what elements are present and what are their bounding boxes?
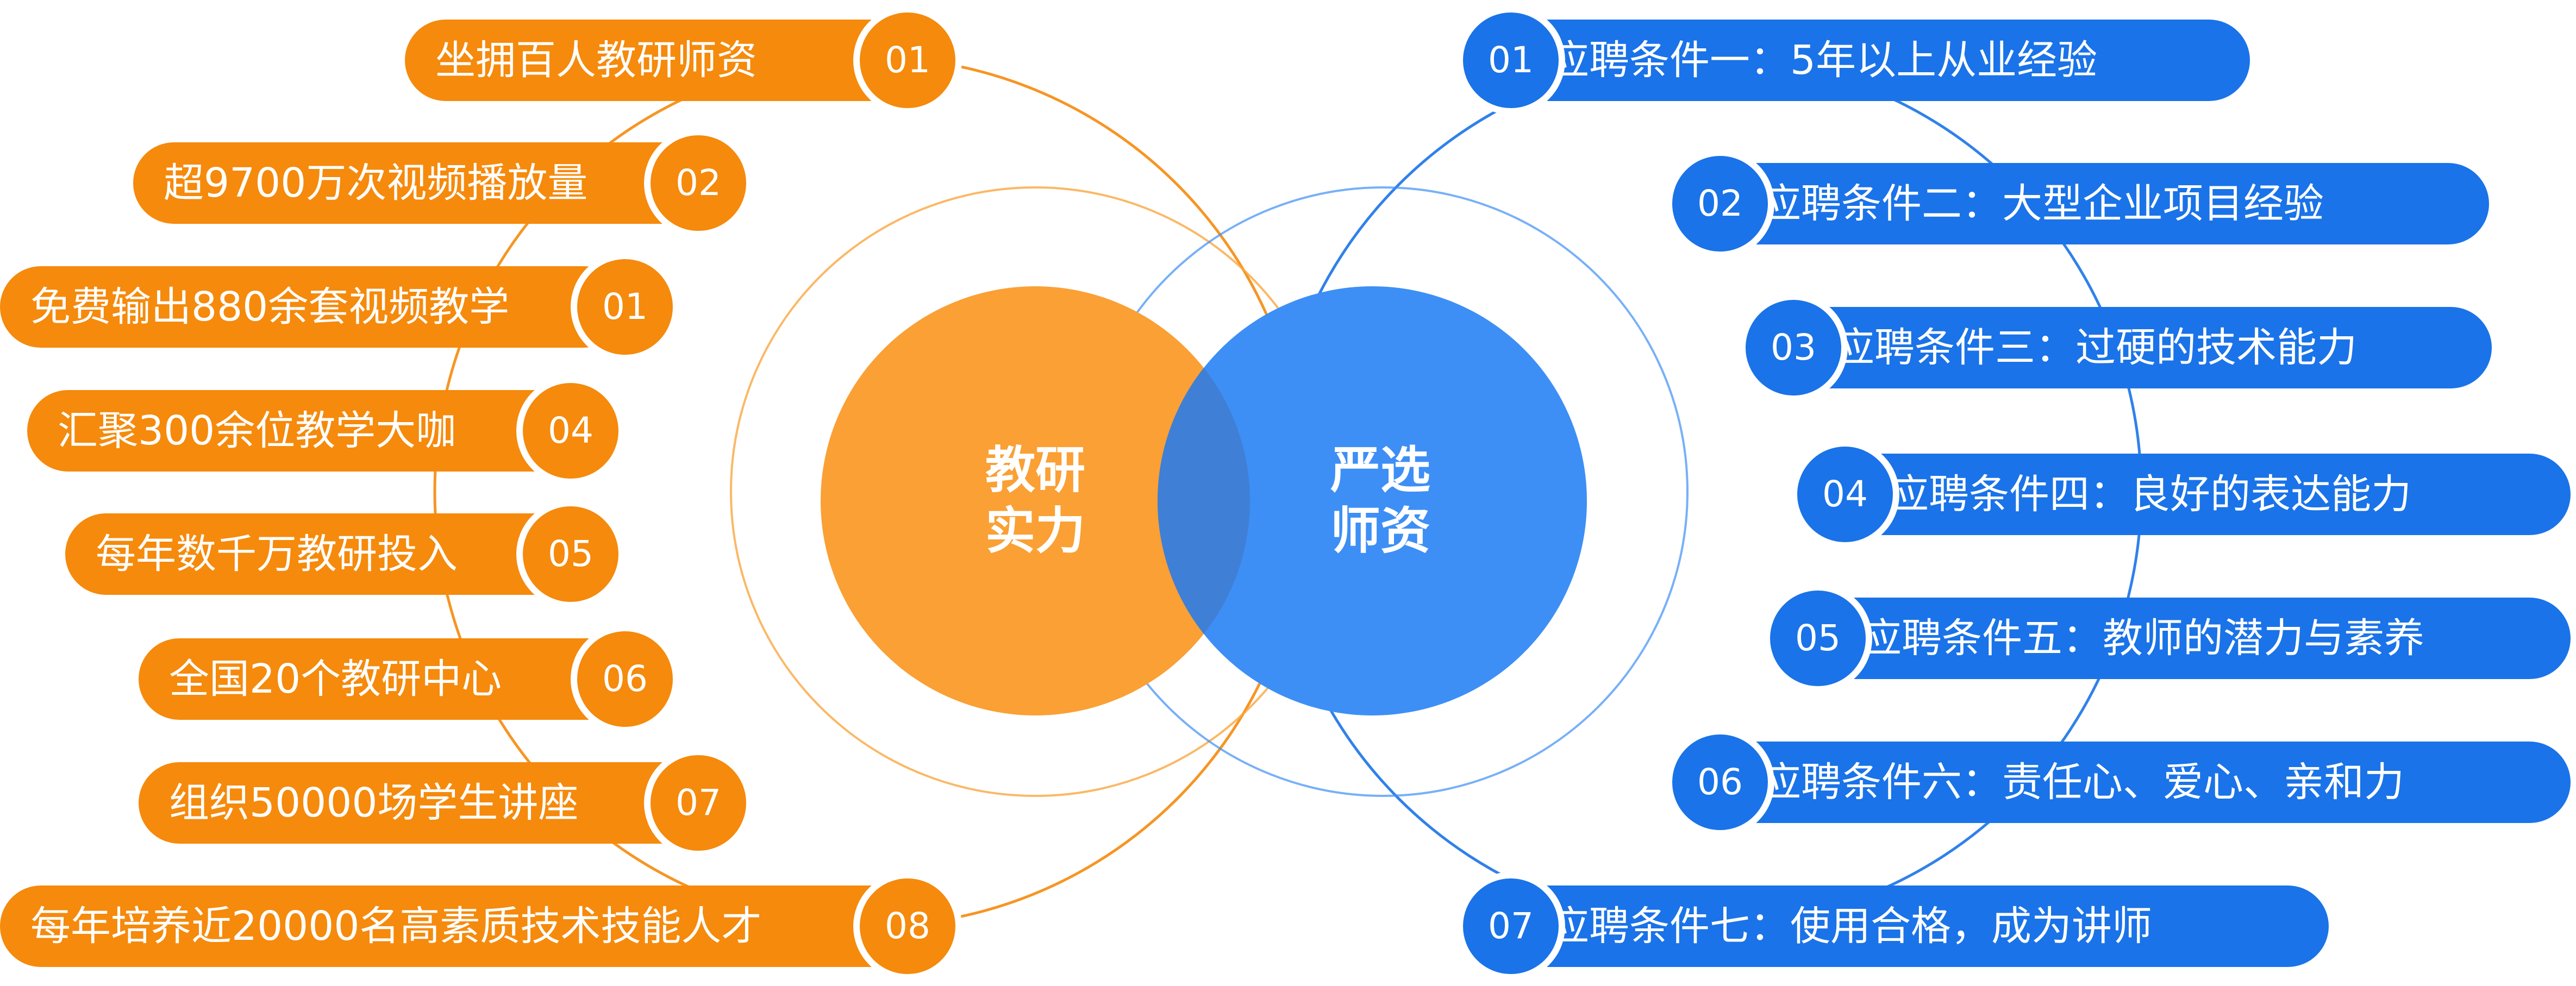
left-item-pill: 超9700万次视频播放量 [133, 142, 704, 224]
left-item-text: 全国20个教研中心 [169, 656, 502, 702]
right-item-text: 应聘条件四：良好的表达能力 [1889, 471, 2411, 518]
left-item-pill: 每年培养近20000名高素质技术技能人才 [0, 885, 913, 967]
left-item-number: 04 [516, 376, 625, 485]
right-item-pill: 应聘条件一：5年以上从业经验 [1478, 20, 2250, 101]
left-center-title-line2: 实力 [985, 502, 1085, 560]
right-item-pill: 应聘条件六：责任心、爱心、亲和力 [1690, 742, 2571, 823]
right-item-text: 应聘条件七：使用合格，成为讲师 [1549, 903, 2152, 950]
left-item-number-text: 08 [885, 905, 930, 947]
left-item-number: 07 [644, 749, 753, 857]
right-item-number: 03 [1739, 293, 1848, 402]
right-item-number-text: 05 [1795, 617, 1841, 659]
left-item-pill: 每年数千万教研投入 [65, 513, 598, 595]
left-item-pill: 组织50000场学生讲座 [139, 762, 715, 844]
left-item-number: 02 [644, 129, 753, 237]
right-item-number-text: 01 [1488, 39, 1534, 81]
left-item-number: 08 [853, 872, 962, 981]
right-main-circle [1158, 286, 1587, 715]
left-item-pill: 免费输出880余套视频教学 [0, 266, 625, 348]
right-item-text: 应聘条件一：5年以上从业经验 [1549, 37, 2098, 84]
right-item-number-text: 02 [1697, 183, 1743, 224]
left-item-text: 每年数千万教研投入 [96, 531, 458, 577]
left-item-number-text: 04 [548, 410, 593, 451]
right-item-number: 01 [1456, 6, 1565, 115]
right-item-number-text: 07 [1488, 905, 1534, 947]
left-item-number: 06 [571, 625, 679, 733]
left-item-number-text: 01 [885, 39, 930, 81]
right-center-title-line2: 师资 [1330, 502, 1430, 560]
right-item-pill: 应聘条件四：良好的表达能力 [1818, 454, 2571, 535]
left-center-title-line1: 教研 [985, 441, 1085, 499]
left-item-text: 超9700万次视频播放量 [164, 160, 588, 206]
left-item-number: 01 [571, 253, 679, 361]
right-item-text: 应聘条件六：责任心、爱心、亲和力 [1761, 759, 2404, 806]
left-item-text: 坐拥百人教研师资 [435, 37, 757, 84]
right-item-pill: 应聘条件二：大型企业项目经验 [1690, 163, 2489, 244]
left-item-number: 01 [853, 6, 962, 115]
right-item-pill: 应聘条件三：过硬的技术能力 [1764, 307, 2492, 388]
right-item-number-text: 06 [1697, 761, 1743, 803]
right-item-text: 应聘条件三：过硬的技术能力 [1834, 324, 2357, 371]
right-item-pill: 应聘条件七：使用合格，成为讲师 [1478, 885, 2329, 967]
left-item-text: 每年培养近20000名高素质技术技能人才 [30, 903, 762, 950]
left-item-text: 组织50000场学生讲座 [169, 780, 579, 826]
right-item-text: 应聘条件二：大型企业项目经验 [1761, 180, 2324, 227]
right-item-number: 06 [1666, 728, 1774, 837]
left-main-circle [821, 286, 1250, 715]
left-item-number-text: 01 [602, 286, 648, 328]
left-center-title: 教研 实力 [965, 440, 1106, 562]
left-item-number-text: 07 [676, 782, 721, 824]
right-item-number: 02 [1666, 149, 1774, 258]
right-center-title-line1: 严选 [1330, 441, 1430, 499]
left-item-number-text: 06 [602, 658, 648, 700]
left-item-number: 05 [516, 500, 625, 608]
right-item-pill: 应聘条件五：教师的潜力与素养 [1791, 598, 2571, 679]
left-item-number-text: 05 [548, 533, 593, 575]
left-item-pill: 全国20个教研中心 [139, 638, 644, 720]
right-item-number: 07 [1456, 872, 1565, 981]
left-item-number-text: 02 [676, 162, 721, 204]
right-center-title: 严选 师资 [1310, 440, 1451, 562]
right-item-number: 05 [1764, 584, 1872, 693]
right-item-number-text: 04 [1822, 473, 1868, 515]
right-item-number: 04 [1791, 440, 1899, 549]
left-item-pill: 汇聚300余位教学大咖 [27, 390, 587, 472]
right-item-number-text: 03 [1771, 326, 1816, 368]
left-item-text: 免费输出880余套视频教学 [30, 284, 510, 330]
left-item-text: 汇聚300余位教学大咖 [58, 407, 457, 454]
right-item-text: 应聘条件五：教师的潜力与素养 [1861, 615, 2424, 662]
left-item-pill: 坐拥百人教研师资 [405, 20, 910, 101]
